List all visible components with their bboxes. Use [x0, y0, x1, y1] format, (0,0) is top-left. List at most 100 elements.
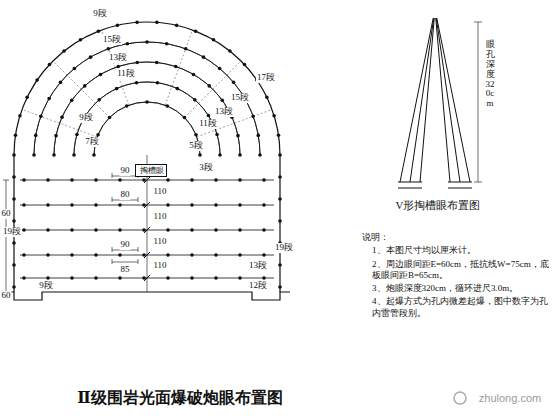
- cut-hole-box: 掏槽眼: [135, 164, 167, 177]
- hole-arc: [74, 82, 220, 155]
- blast-hole: [22, 253, 26, 257]
- blast-hole: [145, 100, 149, 104]
- blast-hole: [70, 276, 74, 280]
- blast-hole: [190, 276, 194, 280]
- guide-line: [184, 61, 241, 118]
- cut-hole-line: [436, 18, 460, 182]
- hole-label: 15段: [230, 93, 250, 103]
- hole-label: 9段: [92, 9, 108, 19]
- guide-line: [22, 110, 97, 137]
- note-text: 4、起爆方式为孔内微差起爆，图中数字为孔内雷管段别。: [362, 296, 554, 319]
- blast-hole: [89, 55, 93, 59]
- blast-hole: [193, 98, 197, 102]
- blast-hole: [220, 99, 224, 103]
- drawing-title: Ⅱ级围岩光面爆破炮眼布置图: [77, 388, 282, 409]
- hole-label: 13段: [248, 261, 268, 271]
- hole-label: 110: [152, 261, 167, 271]
- dimension-tick: [144, 252, 150, 258]
- hole-label: 60: [1, 209, 12, 219]
- cut-face-line: [448, 182, 472, 183]
- guide-line: [197, 110, 272, 137]
- blast-hole: [214, 276, 218, 280]
- watermark-logo: [454, 392, 466, 404]
- note-text: 1、本图尺寸均以厘米计。: [362, 245, 554, 256]
- blast-hole: [22, 203, 26, 207]
- hole-label: 19段: [274, 243, 294, 253]
- blast-hole: [52, 153, 56, 157]
- blast-hole: [116, 65, 120, 69]
- box-text: 掏槽眼: [140, 167, 162, 176]
- blast-hole: [278, 219, 282, 223]
- blast-hole: [174, 65, 178, 69]
- blast-hole: [60, 115, 64, 119]
- blast-hole: [126, 42, 130, 46]
- blast-hole: [272, 114, 276, 118]
- blast-hole: [22, 178, 26, 182]
- blast-hole: [118, 253, 122, 257]
- blast-hole: [228, 49, 232, 53]
- blast-hole: [35, 78, 39, 82]
- hole-label: 19段: [2, 227, 22, 237]
- cut-face-line: [398, 188, 422, 189]
- blast-hole: [62, 49, 66, 53]
- blast-hole: [238, 228, 242, 232]
- dimension-line: [474, 22, 482, 182]
- blast-hole: [125, 104, 129, 108]
- tunnel-floor: [4, 292, 290, 300]
- blast-hole: [70, 178, 74, 182]
- hole-label: 90: [120, 166, 131, 176]
- cut-hole-line: [437, 18, 470, 182]
- blast-hole: [75, 133, 79, 137]
- dimension-tick: [144, 177, 150, 183]
- sub-title: V形掏槽眼布置图: [395, 199, 482, 211]
- blast-hole: [262, 253, 266, 257]
- guide-line: [165, 30, 192, 105]
- blast-hole: [46, 228, 50, 232]
- blast-hole: [96, 133, 100, 137]
- blast-hole: [92, 153, 96, 157]
- blast-hole: [70, 99, 74, 103]
- hole-label: 60: [1, 291, 12, 301]
- hole-label: 110: [152, 237, 167, 247]
- blast-hole: [218, 67, 222, 71]
- blast-hole: [94, 228, 98, 232]
- blast-hole: [70, 203, 74, 207]
- hole-label: 12段: [248, 281, 268, 291]
- hole-label: 11段: [198, 119, 218, 129]
- hole-label: 110: [152, 187, 167, 197]
- hole-label: 85: [120, 265, 131, 275]
- blast-hole: [214, 253, 218, 257]
- blast-hole: [48, 63, 52, 67]
- blast-hole: [94, 203, 98, 207]
- guide-line: [102, 30, 129, 105]
- blast-hole: [212, 38, 216, 42]
- hole-label: 9段: [38, 281, 54, 291]
- hole-arc: [34, 42, 260, 155]
- blast-hole: [207, 84, 211, 88]
- blast-hole: [99, 73, 103, 77]
- blast-hole: [184, 47, 188, 51]
- blast-hole: [262, 276, 266, 280]
- blast-hole: [12, 241, 16, 245]
- blast-hole: [256, 134, 260, 138]
- blast-hole: [238, 276, 242, 280]
- blast-hole: [166, 253, 170, 257]
- blast-hole: [54, 134, 58, 138]
- dimension-tick: [144, 227, 150, 233]
- blast-hole: [236, 134, 240, 138]
- blast-hole: [198, 153, 202, 157]
- blast-hole: [135, 61, 139, 65]
- blast-hole: [73, 67, 77, 71]
- blast-hole: [59, 81, 63, 85]
- blast-hole: [39, 115, 43, 119]
- blast-hole: [94, 178, 98, 182]
- cut-face-line: [398, 182, 422, 183]
- blast-hole: [166, 178, 170, 182]
- blast-hole: [107, 47, 111, 51]
- blast-hole: [79, 38, 83, 42]
- watermark: zhulong.com: [478, 392, 542, 404]
- blast-hole: [238, 203, 242, 207]
- blast-hole: [238, 153, 242, 157]
- hole-label: 13段: [108, 53, 128, 63]
- blast-hole: [176, 87, 180, 91]
